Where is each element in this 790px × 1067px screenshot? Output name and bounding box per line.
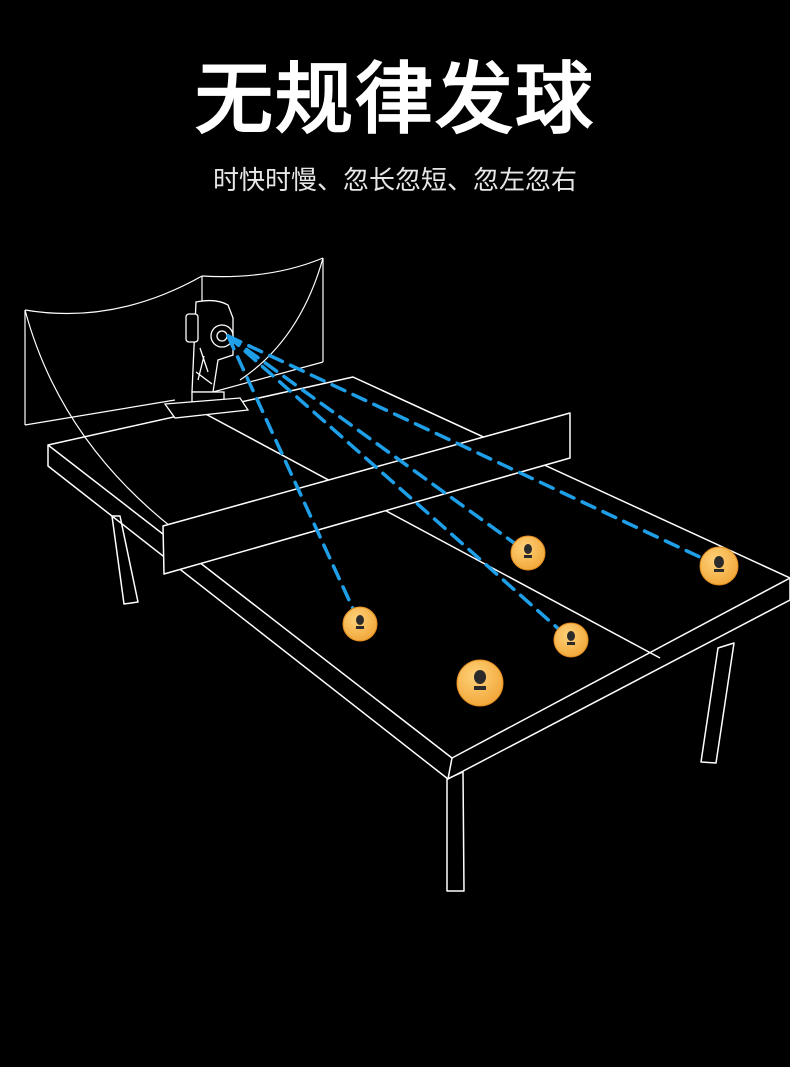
ball-trajectories bbox=[226, 334, 721, 642]
ball-robot-icon bbox=[163, 299, 250, 419]
ping-pong-table-icon bbox=[47, 376, 790, 892]
page-title: 无规律发球 bbox=[194, 55, 595, 145]
page-subtitle: 时快时慢、忽长忽短、忽左忽右 bbox=[212, 166, 577, 196]
ball-logo-icon bbox=[356, 544, 724, 690]
catch-net-icon bbox=[24, 257, 324, 531]
ping-pong-ball-icon bbox=[342, 535, 739, 707]
